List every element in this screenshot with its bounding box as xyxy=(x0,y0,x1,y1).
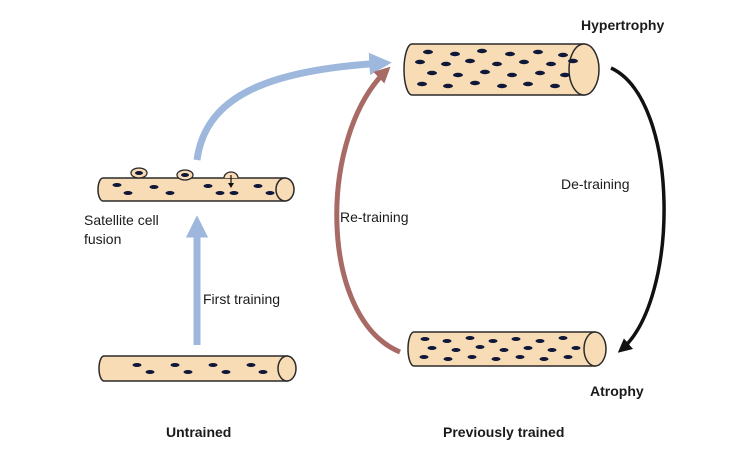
untrained-label: Untrained xyxy=(166,424,232,440)
atrophy-fiber xyxy=(407,331,607,367)
de-training-label: De-training xyxy=(561,176,630,192)
hypertrophy-fiber xyxy=(403,43,600,96)
fusion-to-hypertrophy-arrow xyxy=(193,52,392,161)
satellite-fusion-fiber xyxy=(97,167,295,202)
de-training-arrow xyxy=(610,66,666,353)
previously-trained-label: Previously trained xyxy=(443,424,565,440)
atrophy-label: Atrophy xyxy=(590,383,644,399)
untrained-fiber xyxy=(98,355,297,382)
satellite-cell-label-line1: Satellite cell xyxy=(84,212,159,228)
re-training-arrow xyxy=(334,66,401,355)
first-training-label: First training xyxy=(203,291,281,307)
satellite-cells xyxy=(130,167,239,181)
fiber-nuclei xyxy=(112,183,275,195)
satellite-cell-label-line2: fusion xyxy=(84,231,122,247)
atrophy-nuclei xyxy=(419,336,581,361)
re-training-label: Re-training xyxy=(340,209,409,225)
untrained-nuclei xyxy=(132,363,268,374)
hypertrophy-label: Hypertrophy xyxy=(581,17,665,33)
hypertrophy-nuclei xyxy=(415,48,578,89)
fusion-small-arrow xyxy=(228,175,234,188)
